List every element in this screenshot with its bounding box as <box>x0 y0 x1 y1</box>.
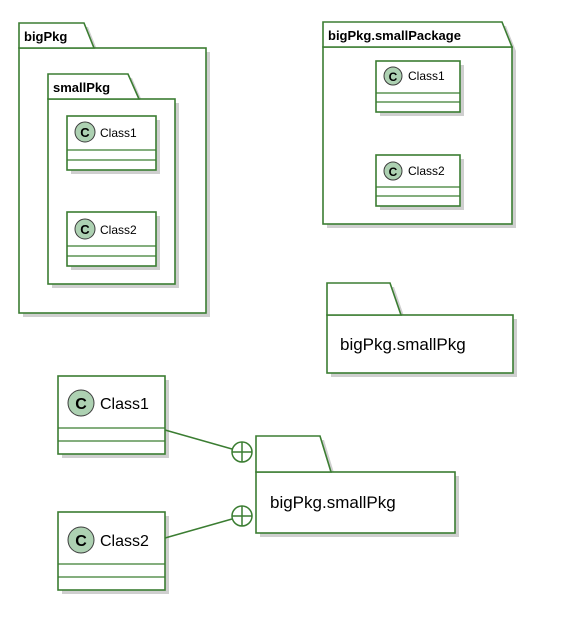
class-stereotype-icon <box>383 161 403 181</box>
class-stereotype-letter: C <box>75 396 87 413</box>
class-box[interactable]: C Class1 <box>375 60 464 116</box>
package-title-bigPkg: bigPkg <box>24 29 67 44</box>
class-box[interactable]: C Class1 <box>57 375 169 458</box>
class-box[interactable]: C Class2 <box>66 211 160 270</box>
class-stereotype-icon <box>383 66 403 86</box>
package-name: bigPkg.smallPkg <box>340 335 466 354</box>
association-line <box>164 518 233 539</box>
nested-association-class2[interactable] <box>164 505 253 539</box>
class-stereotype-letter: C <box>389 165 398 179</box>
package-body <box>255 471 456 534</box>
package-name: bigPkg.smallPkg <box>270 493 396 512</box>
class-box[interactable]: C Class1 <box>66 115 160 174</box>
class-stereotype-letter: C <box>75 533 87 550</box>
package-body <box>326 314 514 374</box>
class-stereotype-icon <box>74 121 96 143</box>
class-stereotype-icon <box>67 389 95 417</box>
package-folder-bigPkg-smallPkg[interactable]: bigPkg.smallPkg <box>326 282 517 377</box>
nested-association-class1[interactable] <box>164 429 253 463</box>
class-stereotype-letter: C <box>80 222 90 237</box>
class-box[interactable]: C Class2 <box>375 154 464 210</box>
class-name: Class1 <box>100 126 137 140</box>
class-stereotype-letter: C <box>80 125 90 140</box>
package-tab <box>255 435 333 473</box>
class-stereotype-icon <box>74 218 96 240</box>
package-title-smallPackage: bigPkg.smallPackage <box>328 28 461 43</box>
package-tab <box>322 21 514 48</box>
class-box[interactable]: C Class2 <box>57 511 169 594</box>
class-name: Class1 <box>100 396 149 413</box>
package-tab <box>326 282 403 316</box>
package-bigPkg-smallPackage[interactable]: bigPkg.smallPackage <box>322 21 516 228</box>
package-folder-bigPkg-smallPkg[interactable]: bigPkg.smallPkg <box>255 435 459 537</box>
class-name: Class1 <box>408 69 445 83</box>
class-stereotype-icon <box>67 526 95 554</box>
class-body <box>375 154 461 207</box>
class-name: Class2 <box>408 164 445 178</box>
association-line <box>164 429 233 450</box>
class-body <box>57 375 166 455</box>
class-stereotype-letter: C <box>389 70 398 84</box>
package-title-smallPkg: smallPkg <box>53 80 110 95</box>
class-name: Class2 <box>100 533 149 550</box>
package-tab <box>47 73 141 100</box>
package-tab <box>18 22 96 49</box>
class-name: Class2 <box>100 223 137 237</box>
